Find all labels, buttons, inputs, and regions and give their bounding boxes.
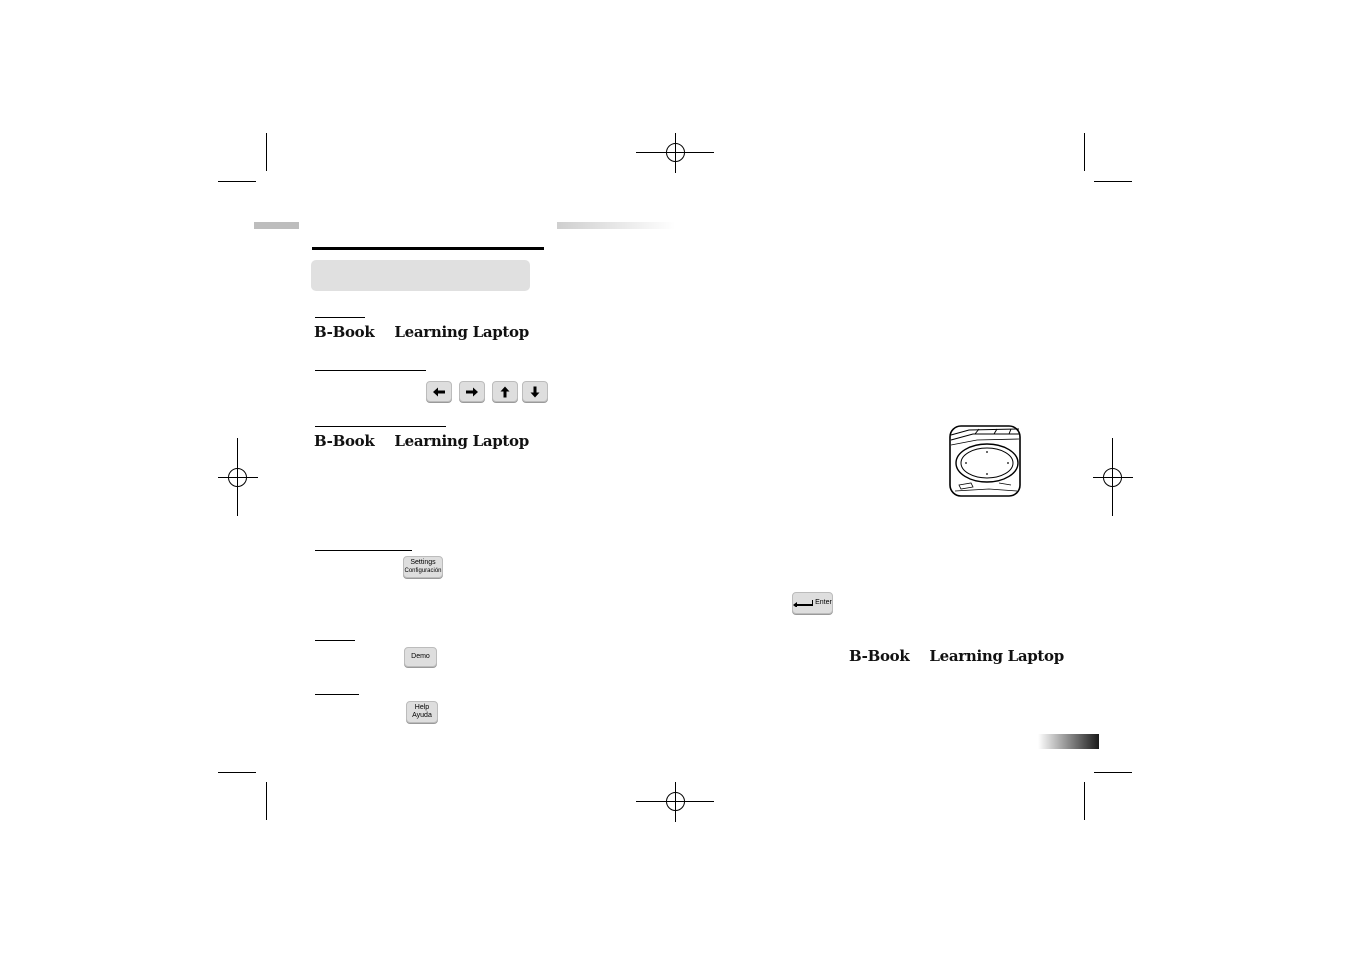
header-gray-bar-left xyxy=(254,222,299,229)
brand-name-3: B-Book Learning Laptop xyxy=(849,647,1064,665)
demo-key[interactable]: Demo xyxy=(404,647,437,667)
enter-arrow-icon xyxy=(793,600,814,607)
left-arrow-icon xyxy=(433,387,445,396)
help-key-label-es: Ayuda xyxy=(412,712,432,719)
left-arrow-key[interactable] xyxy=(426,381,452,402)
subheading-underline-6 xyxy=(315,694,359,695)
section-title-box xyxy=(311,260,530,291)
down-arrow-key[interactable] xyxy=(522,381,548,402)
settings-key[interactable]: Settings Configuración xyxy=(403,556,443,578)
demo-key-label: Demo xyxy=(411,653,430,660)
crop-mark-bottom-left-v xyxy=(266,782,267,820)
up-arrow-icon xyxy=(500,386,510,397)
crop-mark-bottom-right-h xyxy=(1094,772,1132,773)
header-gradient-bar-right xyxy=(557,222,675,229)
crop-mark-top-right-v xyxy=(1084,133,1085,171)
crop-mark-top-left-h xyxy=(218,181,256,182)
crop-mark-top-left-v xyxy=(266,133,267,171)
crop-mark-bottom-right-v xyxy=(1084,782,1085,820)
section-rule xyxy=(312,247,544,250)
registration-mark-right xyxy=(1093,438,1133,516)
subheading-underline-3 xyxy=(315,426,446,427)
registration-mark-bottom xyxy=(636,782,714,822)
subheading-underline-2 xyxy=(315,370,426,371)
down-arrow-icon xyxy=(530,386,540,397)
brand-name-2: B-Book Learning Laptop xyxy=(314,432,529,450)
registration-mark-top xyxy=(636,133,714,173)
mouse-pad-illustration xyxy=(949,425,1021,497)
crop-mark-bottom-left-h xyxy=(218,772,256,773)
enter-key-label: Enter xyxy=(815,599,832,606)
subheading-underline-4 xyxy=(315,550,412,551)
subheading-underline-1 xyxy=(315,317,365,318)
settings-key-label-es: Configuración xyxy=(404,568,442,574)
subheading-underline-5 xyxy=(315,640,355,641)
settings-key-label: Settings xyxy=(410,559,436,566)
help-key-label: Help xyxy=(414,704,430,711)
registration-mark-left xyxy=(218,438,258,516)
brand-name-1: B-Book Learning Laptop xyxy=(314,323,529,341)
crop-mark-top-right-h xyxy=(1094,181,1132,182)
enter-key[interactable]: Enter xyxy=(792,592,833,614)
page-number-tab xyxy=(1038,734,1099,749)
up-arrow-key[interactable] xyxy=(492,381,518,402)
right-arrow-key[interactable] xyxy=(459,381,485,402)
help-key[interactable]: Help Ayuda xyxy=(406,701,438,723)
right-arrow-icon xyxy=(466,387,478,396)
